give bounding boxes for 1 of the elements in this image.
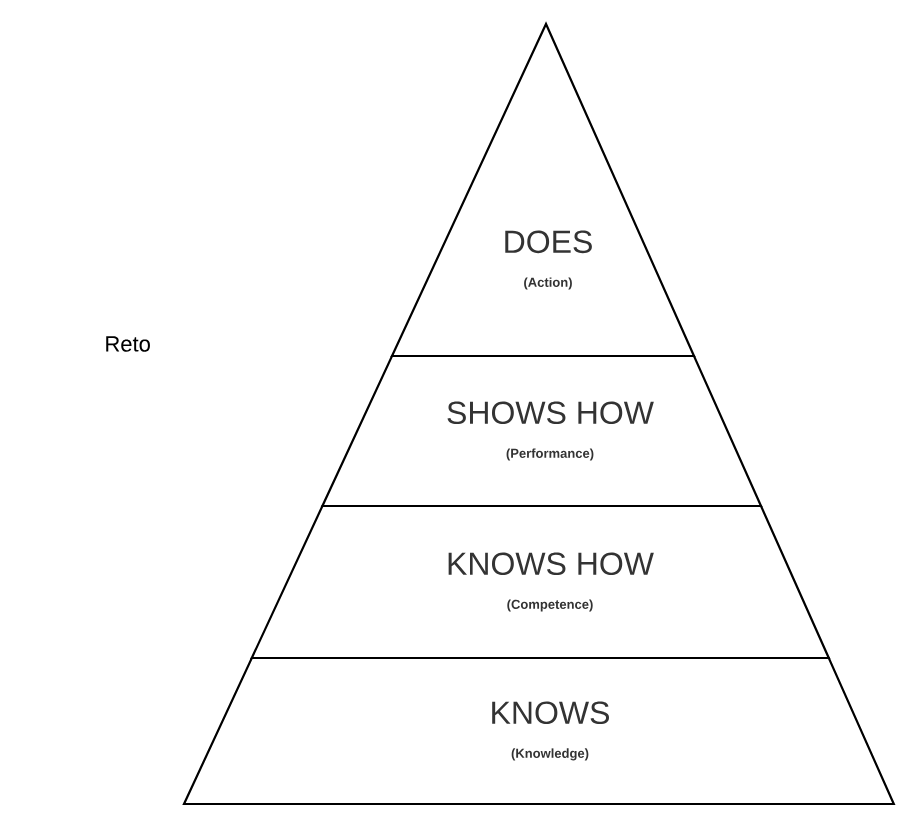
side-label: Reto	[106, 336, 150, 352]
